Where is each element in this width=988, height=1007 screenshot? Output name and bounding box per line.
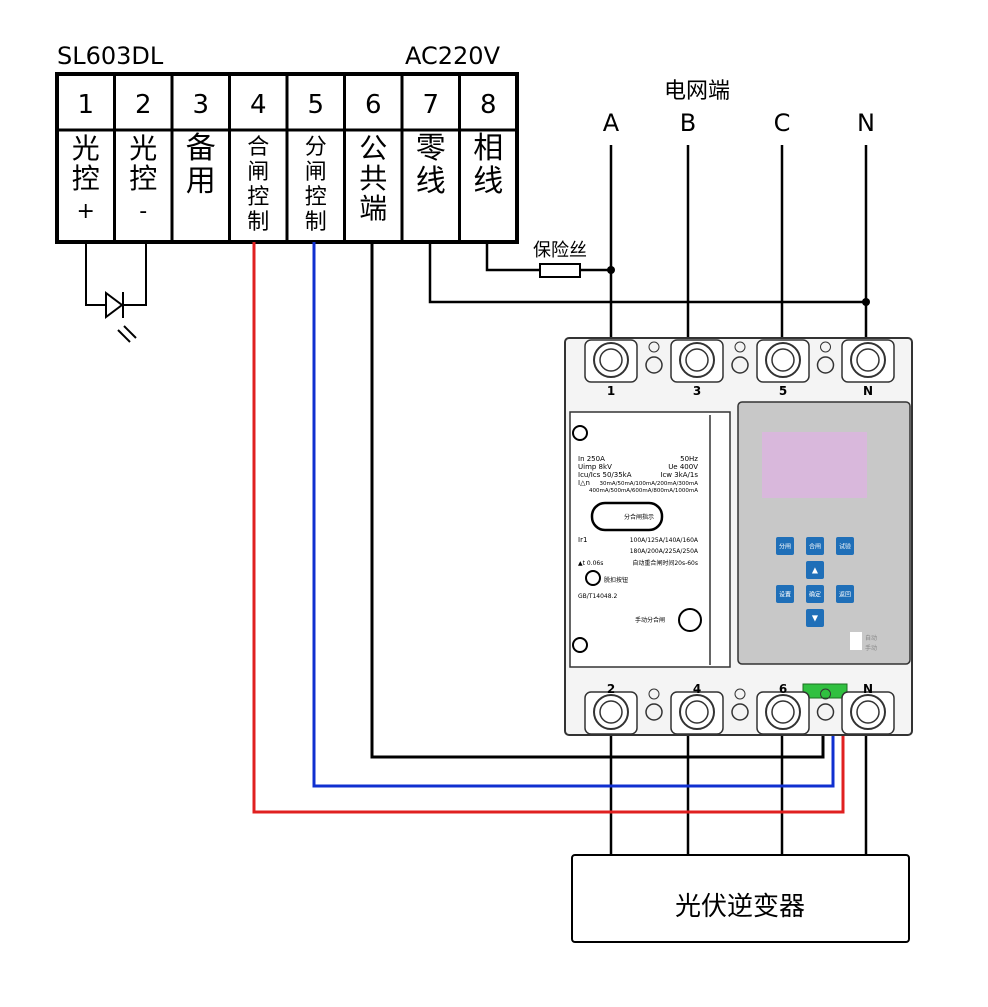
junction-dot <box>862 298 870 306</box>
terminal-label: 相 <box>473 131 503 166</box>
breaker-terminal-label: N <box>863 384 873 398</box>
terminal-label: 分 <box>305 135 327 160</box>
phase-label: N <box>857 109 875 137</box>
breaker-terminal-label: 5 <box>779 384 787 398</box>
svg-text:I△n: I△n <box>578 479 590 487</box>
svg-text:Icu/Ics 50/35kA: Icu/Ics 50/35kA <box>578 471 632 479</box>
terminal-label: 备 <box>186 131 216 166</box>
breaker-terminal-label: 1 <box>607 384 615 398</box>
breaker-terminal-label: 3 <box>693 384 701 398</box>
terminal-label: 控 <box>72 162 100 195</box>
svg-text:GB/T14048.2: GB/T14048.2 <box>578 593 617 600</box>
close-control-wire <box>252 242 845 814</box>
breaker-terminal-label: 6 <box>779 682 787 696</box>
svg-text:50Hz: 50Hz <box>680 455 698 463</box>
terminal-label: 公 <box>359 132 387 165</box>
terminal-number: 8 <box>480 90 497 120</box>
pv-inverter <box>571 854 910 943</box>
terminal-label: 闸 <box>247 160 269 185</box>
control-terminal-connector <box>802 683 848 699</box>
terminal-number: 5 <box>307 90 324 120</box>
terminal-number: 3 <box>192 90 209 120</box>
terminal-number: 6 <box>365 90 382 120</box>
terminal-label: 闸 <box>305 160 327 185</box>
breaker-terminal-label: 2 <box>607 682 615 696</box>
svg-text:▼: ▼ <box>812 614 819 623</box>
terminal-label: + <box>77 199 95 224</box>
keypad-button[interactable] <box>806 561 824 579</box>
terminal-label: 用 <box>186 164 216 199</box>
svg-text:▲t 0.06s: ▲t 0.06s <box>578 560 603 567</box>
svg-text:脱扣按钮: 脱扣按钮 <box>604 576 628 584</box>
breaker-terminal-label: 4 <box>693 682 701 696</box>
terminal-label: 制 <box>247 210 269 235</box>
phase-label: C <box>774 109 791 137</box>
svg-text:Icw 3kA/1s: Icw 3kA/1s <box>660 471 698 479</box>
phase-label: B <box>680 109 696 137</box>
terminal-label: 合 <box>247 135 269 160</box>
svg-text:试验: 试验 <box>839 543 851 551</box>
open-control-wire <box>312 242 835 788</box>
svg-text:自动重合闸时间20s-60s: 自动重合闸时间20s-60s <box>632 559 698 567</box>
terminal-label: - <box>139 199 147 224</box>
svg-text:手动分合闸: 手动分合闸 <box>635 616 665 624</box>
terminal-number: 2 <box>135 90 152 120</box>
fuse <box>539 263 581 278</box>
terminal-number: 7 <box>422 90 439 120</box>
svg-text:自动: 自动 <box>865 634 877 642</box>
terminal-label: 线 <box>416 164 446 199</box>
terminal-number: 4 <box>250 90 267 120</box>
terminal-label: 端 <box>359 192 387 225</box>
keypad-button[interactable] <box>776 537 794 555</box>
svg-text:合闸: 合闸 <box>809 543 821 551</box>
svg-text:分合闸指示: 分合闸指示 <box>624 513 654 521</box>
terminal-label: 零 <box>416 131 446 166</box>
model-label: SL603DL <box>57 42 164 70</box>
terminal-label: 控 <box>247 185 269 210</box>
keypad-button[interactable] <box>776 585 794 603</box>
keypad-button[interactable] <box>806 537 824 555</box>
svg-text:180A/200A/225A/250A: 180A/200A/225A/250A <box>630 548 699 555</box>
svg-text:确定: 确定 <box>809 591 821 599</box>
circuit-breaker: 自动 手动 In 250A Uimp 8kV Icu/Ics 50/35kA I… <box>564 337 913 736</box>
terminal-label: 控 <box>129 162 157 195</box>
photo-sensor-led <box>85 242 147 343</box>
fuse-label: 保险丝 <box>533 240 587 261</box>
svg-text:Uimp 8kV: Uimp 8kV <box>578 463 612 471</box>
svg-text:分闸: 分闸 <box>779 543 791 551</box>
keypad-button[interactable] <box>836 585 854 603</box>
grid-label: 电网端 <box>664 79 730 104</box>
breaker-terminal-label: N <box>863 682 873 696</box>
terminal-number: 1 <box>77 90 94 120</box>
phase-label: A <box>603 109 620 137</box>
terminal-label: 共 <box>359 162 387 195</box>
svg-text:▲: ▲ <box>812 566 819 575</box>
svg-text:100A/125A/140A/160A: 100A/125A/140A/160A <box>630 537 699 544</box>
svg-text:30mA/50mA/100mA/200mA/300mA: 30mA/50mA/100mA/200mA/300mA <box>599 481 698 487</box>
keypad-button[interactable] <box>806 609 824 627</box>
svg-text:Ue 400V: Ue 400V <box>668 463 698 471</box>
svg-text:返回: 返回 <box>839 592 851 599</box>
junction-dot <box>607 266 615 274</box>
svg-text:手动: 手动 <box>865 644 877 652</box>
inverter-label: 光伏逆变器 <box>675 892 805 922</box>
svg-text:Ir1: Ir1 <box>578 536 587 544</box>
terminal-label: 光 <box>72 132 100 165</box>
supply-label: AC220V <box>405 42 501 70</box>
terminal-label: 线 <box>473 164 503 199</box>
keypad-button[interactable] <box>836 537 854 555</box>
svg-text:In 250A: In 250A <box>578 455 605 463</box>
svg-text:设置: 设置 <box>779 591 791 599</box>
terminal-label: 控 <box>305 185 327 210</box>
lcd-screen <box>762 432 867 498</box>
svg-text:400mA/500mA/600mA/800mA/1000mA: 400mA/500mA/600mA/800mA/1000mA <box>589 488 698 494</box>
terminal-label: 光 <box>129 132 157 165</box>
keypad-button[interactable] <box>806 585 824 603</box>
terminal-label: 制 <box>305 210 327 235</box>
